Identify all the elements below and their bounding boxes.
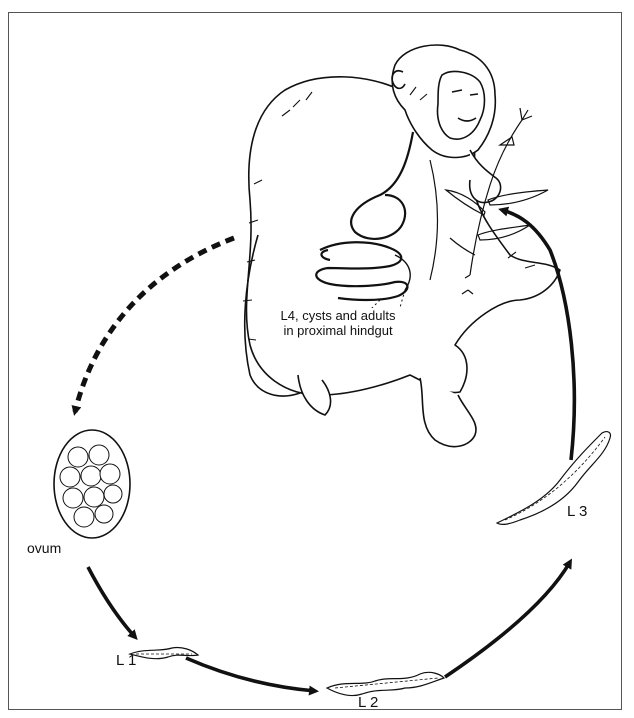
dashed-arrow-host-to-ovum [75, 238, 234, 412]
chimpanzee-host-illustration [243, 45, 560, 447]
host-stage-note: L4, cysts and adults in proximal hindgut [252, 308, 424, 338]
label-l1: L 1 [116, 652, 136, 669]
larva-l2-illustration [327, 672, 444, 695]
label-l3: L 3 [567, 503, 587, 520]
arrow-l1-to-l2 [186, 658, 315, 691]
label-l2: L 2 [358, 694, 378, 711]
arrow-l3-to-host [502, 210, 574, 460]
larva-l3-illustration [497, 432, 610, 525]
label-ovum: ovum [27, 540, 61, 556]
host-note-line-1: L4, cysts and adults [252, 308, 424, 323]
arrow-ovum-to-l1 [88, 567, 135, 637]
host-note-line-2: in proximal hindgut [252, 323, 424, 338]
ovum-illustration [54, 430, 130, 538]
arrow-l2-to-l3 [445, 562, 570, 677]
